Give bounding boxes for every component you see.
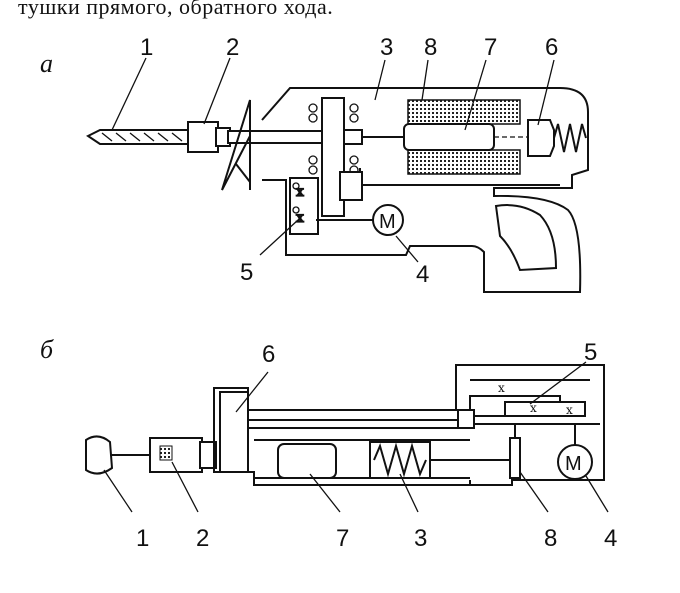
label-a-3: 3 [380,34,393,61]
coil-top [407,99,521,125]
caption-text: тушки прямого, обратного хода. [18,0,334,19]
svg-text:x: x [296,210,304,226]
label-a-7: 7 [484,34,497,61]
chuck-b [149,437,203,473]
label-a-1: 1 [140,34,153,61]
motor-b: M [557,424,593,480]
striker [403,123,495,151]
label-b-1: 1 [136,525,149,552]
chuck [187,121,231,153]
label-b-3: 3 [414,525,427,552]
striker-b [277,443,337,479]
label-a-4: 4 [416,261,429,288]
label-b-4: 4 [604,525,617,552]
diagram-a: a [40,34,589,293]
label-a-8: 8 [424,34,437,61]
motor-a-label: M [379,211,396,233]
transmission-b: x x x [457,379,600,429]
svg-text:x: x [566,403,573,417]
label-a-6: 6 [545,34,558,61]
spring-b [373,442,427,478]
label-a-5: 5 [240,259,253,286]
gear-6 [219,391,249,473]
label-a-2: 2 [226,34,239,61]
svg-text:x: x [498,381,505,395]
label-b-7: 7 [336,525,349,552]
motor-b-label: M [565,453,582,475]
label-b-6: 6 [262,341,275,368]
piston [527,119,555,157]
diagram-b: б x x x [40,335,617,552]
bit-tip [85,435,114,475]
drill-bit [86,129,191,145]
diagram-b-letter: б [40,335,54,364]
svg-text:x: x [296,184,304,200]
svg-text:x: x [530,401,537,415]
housing-a [261,87,589,293]
gear-assembly: x x [289,97,404,235]
coil-bottom [407,149,521,175]
label-b-8: 8 [544,525,557,552]
motor-a: M [316,204,404,236]
diagram-a-letter: a [40,49,53,78]
label-b-2: 2 [196,525,209,552]
spring-a [553,123,587,153]
label-b-5: 5 [584,339,597,366]
